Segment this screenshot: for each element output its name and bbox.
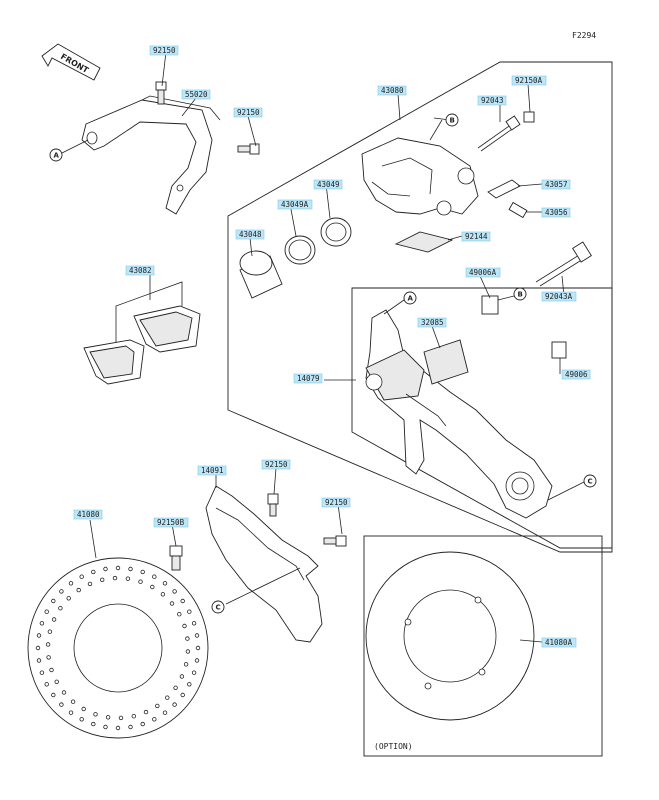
- brake-disc-41080: [27, 557, 209, 739]
- bolt-92150-guard-side: [323, 535, 347, 547]
- part-tag-43057: 43057: [541, 179, 571, 190]
- callout-b-bracket: B: [513, 287, 527, 301]
- bolt-92150-top: [155, 81, 167, 105]
- part-number-label: 41080A: [545, 638, 573, 647]
- piston-43048: [239, 250, 283, 299]
- part-number-label: 43056: [545, 208, 568, 217]
- guard-14091: [205, 485, 323, 643]
- part-tag-41080: 41080: [73, 509, 103, 520]
- leader-lines: [59, 51, 585, 643]
- part-number-label: 14079: [297, 374, 320, 383]
- part-tag-32085: 32085: [417, 317, 447, 328]
- part-tag-14079: 14079: [293, 373, 323, 384]
- part-number-label: 92043A: [545, 292, 573, 301]
- plug-92150A: [523, 111, 535, 123]
- part-number-label: 92150: [237, 108, 260, 117]
- option-box: [363, 535, 603, 757]
- part-tag-92150a: 92150A: [511, 75, 547, 86]
- caliper-bracket-55020: [81, 95, 221, 215]
- part-tag-92043: 92043: [477, 95, 507, 106]
- part-number-label: 92150B: [157, 518, 185, 527]
- reference-code: F2294: [572, 31, 596, 40]
- part-number-label: 92150: [153, 46, 176, 55]
- boot-49006: [551, 341, 567, 359]
- svg-text:A: A: [408, 295, 414, 303]
- part-number-label: 41080: [77, 510, 100, 519]
- part-tag-49006: 49006: [561, 369, 591, 380]
- part-tag-49006a: 49006A: [465, 267, 501, 278]
- brake-disc-41080A: [365, 551, 535, 721]
- part-tag-43082: 43082: [125, 265, 155, 276]
- part-number-label: 43080: [381, 86, 404, 95]
- svg-text:B: B: [518, 291, 523, 299]
- part-tag-43048: 43048: [235, 229, 265, 240]
- part-number-label: 43048: [239, 230, 262, 239]
- svg-text:B: B: [450, 117, 455, 125]
- part-tag-92144: 92144: [461, 231, 491, 242]
- part-tag-43049a: 43049A: [277, 199, 313, 210]
- bolt-92150-side: [237, 143, 260, 155]
- bolt-92150-guard-top: [267, 493, 279, 517]
- option-label: (OPTION): [374, 742, 413, 751]
- part-number-label: 14091: [201, 466, 224, 475]
- part-tag-43080: 43080: [377, 85, 407, 96]
- svg-text:A: A: [54, 152, 60, 160]
- part-number-label: 43057: [545, 180, 568, 189]
- seal-43049: [320, 217, 352, 247]
- part-tag-92150: 92150: [233, 107, 263, 118]
- caliper-bracket-box: [351, 287, 613, 549]
- part-tag-92043a: 92043A: [541, 291, 577, 302]
- part-number-label: 55020: [185, 90, 208, 99]
- svg-text:C: C: [216, 604, 221, 612]
- part-tag-92150: 92150: [149, 45, 179, 56]
- callout-a-bracket: A: [403, 291, 417, 305]
- part-number-label: 92150: [325, 498, 348, 507]
- callout-b-top: B: [445, 113, 459, 127]
- spring-92144: [394, 231, 454, 253]
- pin-92043: [477, 115, 521, 152]
- brake-pads-43082: [83, 281, 201, 385]
- part-tag-92150: 92150: [321, 497, 351, 508]
- caliper-assembly-box: [227, 61, 613, 553]
- svg-text:C: C: [588, 478, 593, 486]
- part-number-label: 43049: [317, 180, 340, 189]
- part-number-label: 92150A: [515, 76, 543, 85]
- part-number-label: 49006: [565, 370, 588, 379]
- part-number-label: 32085: [421, 318, 444, 327]
- boot-49006A: [481, 295, 499, 315]
- caliper-bracket-14079: [365, 309, 553, 519]
- bleeder-cover-43057: [487, 179, 521, 199]
- part-tag-92150: 92150: [261, 459, 291, 470]
- callout-c-guard: C: [211, 600, 225, 614]
- callout-a-left: A: [49, 148, 63, 162]
- bolt-92150B: [169, 545, 183, 571]
- part-tag-41080a: 41080A: [541, 637, 577, 648]
- seal-43049A: [284, 235, 316, 265]
- pin-92043A: [535, 241, 592, 287]
- part-tag-43056: 43056: [541, 207, 571, 218]
- part-number-label: 92144: [465, 232, 488, 241]
- part-number-label: 49006A: [469, 268, 497, 277]
- callout-c-bracket: C: [583, 474, 597, 488]
- part-number-label: 43082: [129, 266, 152, 275]
- caliper-body-43080: [361, 137, 479, 216]
- part-tag-55020: 55020: [181, 89, 211, 100]
- bleeder-valve-43056: [508, 201, 528, 219]
- part-number-label: 92043: [481, 96, 504, 105]
- front-arrow-icon: FRONT: [41, 43, 101, 81]
- part-tag-92150b: 92150B: [153, 517, 189, 528]
- part-number-label: 43049A: [281, 200, 309, 209]
- part-tag-14091: 14091: [197, 465, 227, 476]
- part-number-label: 92150: [265, 460, 288, 469]
- part-tag-43049: 43049: [313, 179, 343, 190]
